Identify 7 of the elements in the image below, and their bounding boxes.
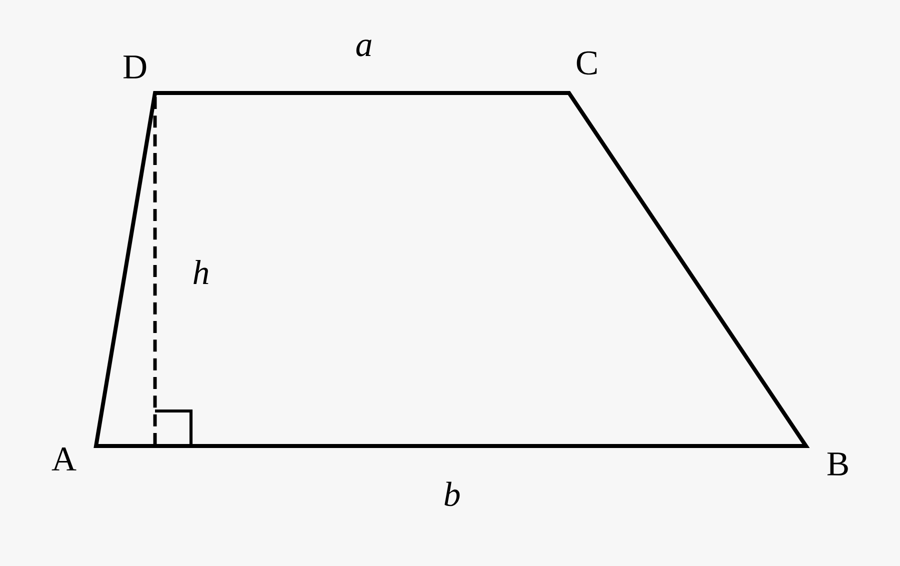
vertex-label: D <box>124 56 146 78</box>
side-label: h <box>194 260 208 284</box>
side-label: a <box>356 40 372 56</box>
side-label: b <box>444 482 460 506</box>
vertex-label: A <box>52 448 76 470</box>
vertex-label: B <box>827 452 848 476</box>
vertex-label: C <box>576 51 597 75</box>
